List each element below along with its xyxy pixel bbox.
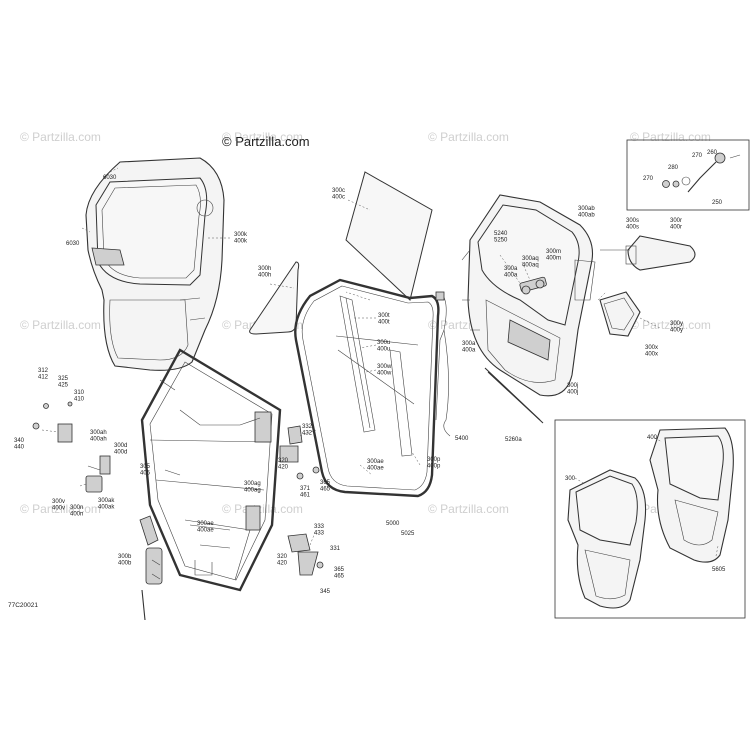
main-glass-panel [345,171,433,301]
part-label: 5000 [386,521,400,527]
assembly-overview-door-rear [649,427,734,563]
detail-box-assembly [554,419,746,619]
watermark: © Partzilla.com [630,318,711,332]
watermark: © Partzilla.com [20,318,101,332]
part-label: 5260a [505,437,522,443]
part-label: 5025 [401,531,415,537]
part-label: 260 [707,150,718,156]
door-outer-panel-left [85,157,225,371]
door-inner-trim [461,194,596,397]
side-bracket [600,235,696,271]
assembly-overview-door-front [567,469,647,609]
part-label: 5400 [455,436,469,442]
wire-harness [443,329,451,437]
part-label: 270 [643,176,654,182]
hinge-brackets [279,425,324,576]
latch-rod-assembly [139,515,163,621]
part-label: 250 [712,200,723,206]
diagram-reference-id: 77C20021 [8,602,38,609]
small-fasteners-left [32,401,111,493]
corner-trim-piece [599,291,641,337]
part-label: 6030 [66,241,80,247]
watermark: © Partzilla.com [428,502,509,516]
part-label: 331 [330,546,341,552]
watermarks: © Partzilla.com © Partzilla.com © Partzi… [20,130,711,516]
part-label: 400 [647,435,658,441]
door-structural-frame [140,348,282,592]
watermark: © Partzilla.com [222,502,303,516]
part-label: 6030 [103,175,117,181]
hardware-detail-parts [662,152,741,193]
detail-box-hardware [626,139,750,211]
watermark: © Partzilla.com [428,130,509,144]
part-label: 5605 [712,567,726,573]
watermark: © Partzilla.com [222,130,303,144]
part-label: 280 [668,165,679,171]
watermark: © Partzilla.com [20,502,101,516]
watermark: © Partzilla.com [630,130,711,144]
page-title: © Partzilla.com [222,134,310,149]
watermark: © Partzilla.com [20,130,101,144]
part-label: 345 [320,589,331,595]
door-handle-assembly [499,254,547,295]
window-seal-frame [294,278,447,498]
part-label: 270 [692,153,703,159]
side-glass-panel [249,261,300,335]
part-label: 300 [565,476,576,482]
